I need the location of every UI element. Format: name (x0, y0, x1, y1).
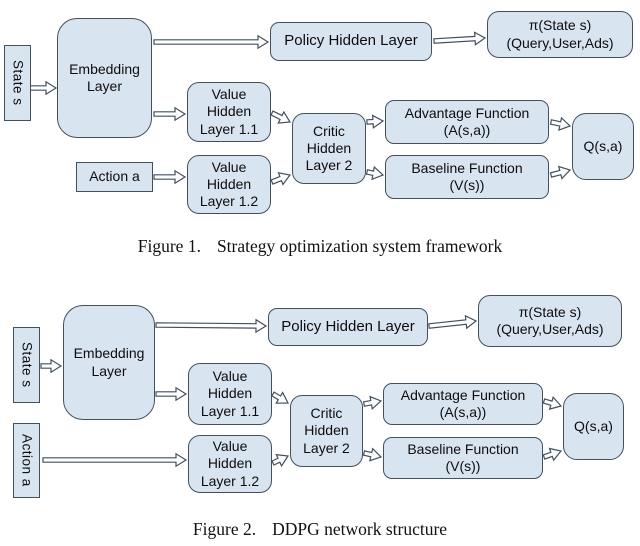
value-hidden-layer-1-2-node: Value Hidden Layer 1.2 (188, 435, 272, 493)
flow-arrow (542, 447, 563, 462)
action-input-node: Action a (76, 162, 153, 192)
figure-2-label: Figure 2. (192, 519, 257, 539)
value-hidden-layer-1-1-node: Value Hidden Layer 1.1 (187, 82, 271, 142)
action-input-node: Action a (13, 423, 40, 498)
critic-hidden-layer-2-node: Critic Hidden Layer 2 (290, 395, 363, 467)
flow-arrow (433, 31, 487, 46)
flow-arrow (271, 391, 289, 404)
flow-arrow (153, 34, 270, 50)
flow-arrow (153, 106, 187, 122)
flow-arrow (270, 172, 292, 186)
figure-1-arrows (28, 31, 572, 186)
policy-hidden-layer-node: Policy Hidden Layer (270, 22, 432, 61)
flow-arrow (542, 396, 563, 410)
policy-hidden-layer-node: Policy Hidden Layer (268, 308, 428, 346)
flow-arrow (549, 116, 572, 131)
critic-hidden-layer-2-node: Critic Hidden Layer 2 (292, 113, 366, 184)
figure-1-diagram: State s Embedding Layer Policy Hidden La… (0, 11, 640, 257)
figure-2-arrows (40, 314, 563, 468)
state-input-node: State s (4, 45, 31, 121)
pi-output-node: π(State s) (Query,User,Ads) (487, 11, 633, 58)
embedding-layer-node: Embedding Layer (57, 18, 152, 138)
flow-arrow (362, 447, 383, 462)
q-value-node: Q(s,a) (563, 393, 624, 460)
flow-arrow (155, 386, 188, 402)
figure-1-label: Figure 1. (137, 236, 201, 256)
baseline-function-node: Baseline Function (V(s)) (383, 437, 543, 479)
flow-arrow (365, 165, 385, 181)
value-hidden-layer-1-1-node: Value Hidden Layer 1.1 (188, 363, 272, 425)
value-hidden-layer-1-2-node: Value Hidden Layer 1.2 (187, 155, 271, 214)
embedding-layer-node: Embedding Layer (63, 305, 155, 420)
figure-2-diagram: State s Embedding Layer Policy Hidden La… (0, 273, 640, 546)
figure-1-title: Strategy optimization system framework (216, 236, 503, 256)
flow-arrow (42, 452, 188, 468)
flow-arrow (153, 169, 187, 185)
figure-2-caption: Figure 2. DDPG network structure (0, 519, 640, 540)
advantage-function-node: Advantage Function (A(s,a)) (383, 383, 543, 425)
flow-arrow (40, 358, 63, 374)
figure-2-title: DDPG network structure (272, 519, 448, 539)
flow-arrow (366, 114, 385, 129)
figure-1-caption: Figure 1. Strategy optimization system fr… (0, 236, 640, 257)
flow-arrow (428, 314, 478, 330)
flow-arrow (549, 165, 572, 180)
flow-arrow (270, 110, 292, 124)
state-input-node: State s (13, 327, 40, 403)
q-value-node: Q(s,a) (572, 113, 634, 180)
flow-arrow (155, 318, 268, 334)
advantage-function-node: Advantage Function (A(s,a)) (385, 100, 549, 144)
flow-arrow (28, 80, 58, 96)
pi-output-node: π(State s) (Query,User,Ads) (478, 295, 622, 347)
flow-arrow (362, 395, 383, 411)
flow-arrow (271, 453, 290, 468)
baseline-function-node: Baseline Function (V(s)) (385, 155, 549, 199)
